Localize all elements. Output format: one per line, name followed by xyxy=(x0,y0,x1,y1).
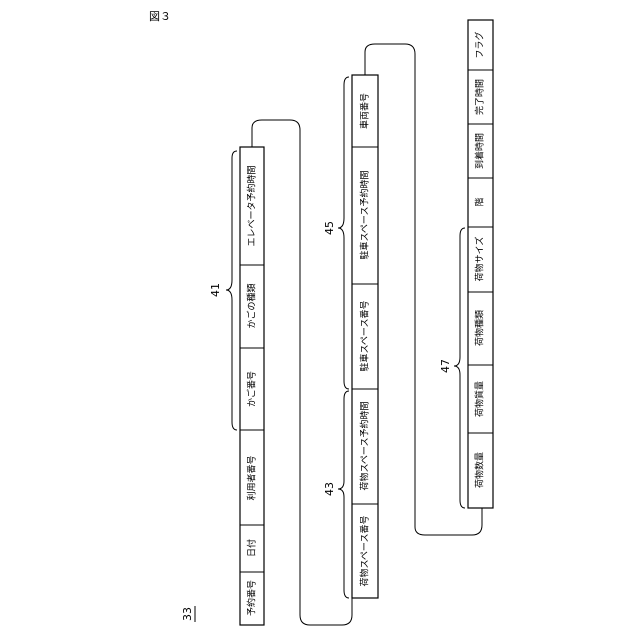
label-47: 47 xyxy=(439,359,452,373)
field-cargo-quantity: 荷物数量 xyxy=(474,452,486,488)
field-cargo-space-number: 荷物スペース番号 xyxy=(359,516,371,587)
field-floor: 階 xyxy=(475,197,486,206)
field-user-number: 利用者番号 xyxy=(246,455,258,500)
label-41: 41 xyxy=(209,283,222,297)
brace-47 xyxy=(454,228,465,508)
reference-33-text: 33 xyxy=(181,607,194,621)
brace-41 xyxy=(226,151,237,430)
connector-1-2 xyxy=(252,120,352,625)
reference-33: 33 xyxy=(181,606,195,622)
brace-43 xyxy=(338,391,349,598)
field-parking-space-reservation-time: 駐車スペース予約時間 xyxy=(359,171,371,260)
field-cargo-size: 荷物サイズ xyxy=(474,237,486,282)
field-cargo-mass: 荷物質量 xyxy=(474,381,486,417)
field-elevator-reservation-time: エレベータ予約時間 xyxy=(246,165,258,246)
field-car-type: かごの種類 xyxy=(246,283,258,328)
field-reservation-number: 予約番号 xyxy=(246,580,258,616)
field-arrival-time: 到着時間 xyxy=(474,133,486,169)
label-45: 45 xyxy=(323,221,336,235)
field-date: 日付 xyxy=(247,539,258,557)
field-completion-time: 完了時間 xyxy=(474,79,486,115)
field-flag: フラグ xyxy=(474,31,486,58)
field-cargo-type: 荷物種類 xyxy=(474,310,486,346)
label-43: 43 xyxy=(323,482,336,496)
field-cargo-space-reservation-time: 荷物スペース予約時間 xyxy=(359,402,371,491)
field-car-number: かご番号 xyxy=(246,371,258,407)
field-vehicle-number: 車両番号 xyxy=(359,93,371,129)
field-parking-space-number: 駐車スペース番号 xyxy=(359,301,371,372)
brace-45 xyxy=(338,77,349,389)
connector-2-3 xyxy=(365,44,482,535)
